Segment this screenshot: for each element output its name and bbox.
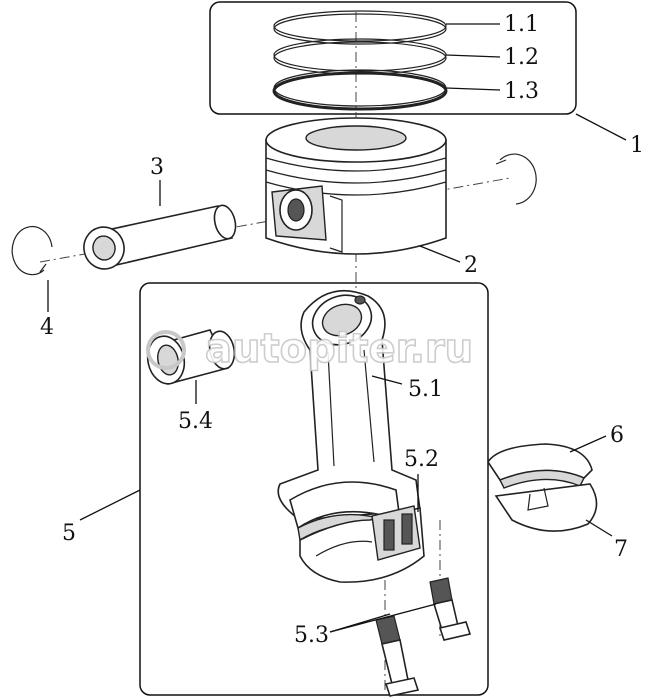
label-1: 1 bbox=[630, 133, 644, 158]
conrod-group-frame bbox=[139, 282, 489, 696]
label-1-3: 1.3 bbox=[504, 79, 539, 104]
connecting-rod-cap bbox=[299, 505, 425, 583]
label-6: 6 bbox=[610, 423, 624, 448]
piston-ring-1-1 bbox=[273, 10, 447, 45]
watermark-circle bbox=[146, 330, 186, 370]
label-5-3: 5.3 bbox=[294, 623, 329, 648]
rod-bolt-right bbox=[429, 577, 472, 641]
piston-ring-1-3 bbox=[272, 69, 448, 111]
label-3: 3 bbox=[150, 155, 164, 180]
snap-ring-left bbox=[11, 226, 53, 276]
ring-group-frame bbox=[209, 1, 577, 115]
leader-lines bbox=[47, 23, 627, 633]
piston bbox=[265, 117, 447, 255]
label-1-2: 1.2 bbox=[504, 45, 539, 70]
label-1-1: 1.1 bbox=[504, 12, 539, 37]
label-5-2: 5.2 bbox=[404, 447, 439, 472]
rod-bolt-left bbox=[375, 615, 420, 697]
label-5-4: 5.4 bbox=[178, 409, 213, 434]
label-5-1: 5.1 bbox=[408, 377, 443, 402]
piston-pin bbox=[83, 204, 237, 270]
lower-bearing-shell bbox=[494, 483, 598, 532]
upper-bearing-shell bbox=[487, 443, 593, 489]
snap-ring-right bbox=[495, 153, 537, 205]
watermark-text: autopiter.ru bbox=[205, 326, 473, 372]
label-7: 7 bbox=[614, 537, 628, 562]
label-2: 2 bbox=[464, 253, 478, 278]
label-5: 5 bbox=[62, 521, 76, 546]
label-4: 4 bbox=[40, 315, 54, 340]
